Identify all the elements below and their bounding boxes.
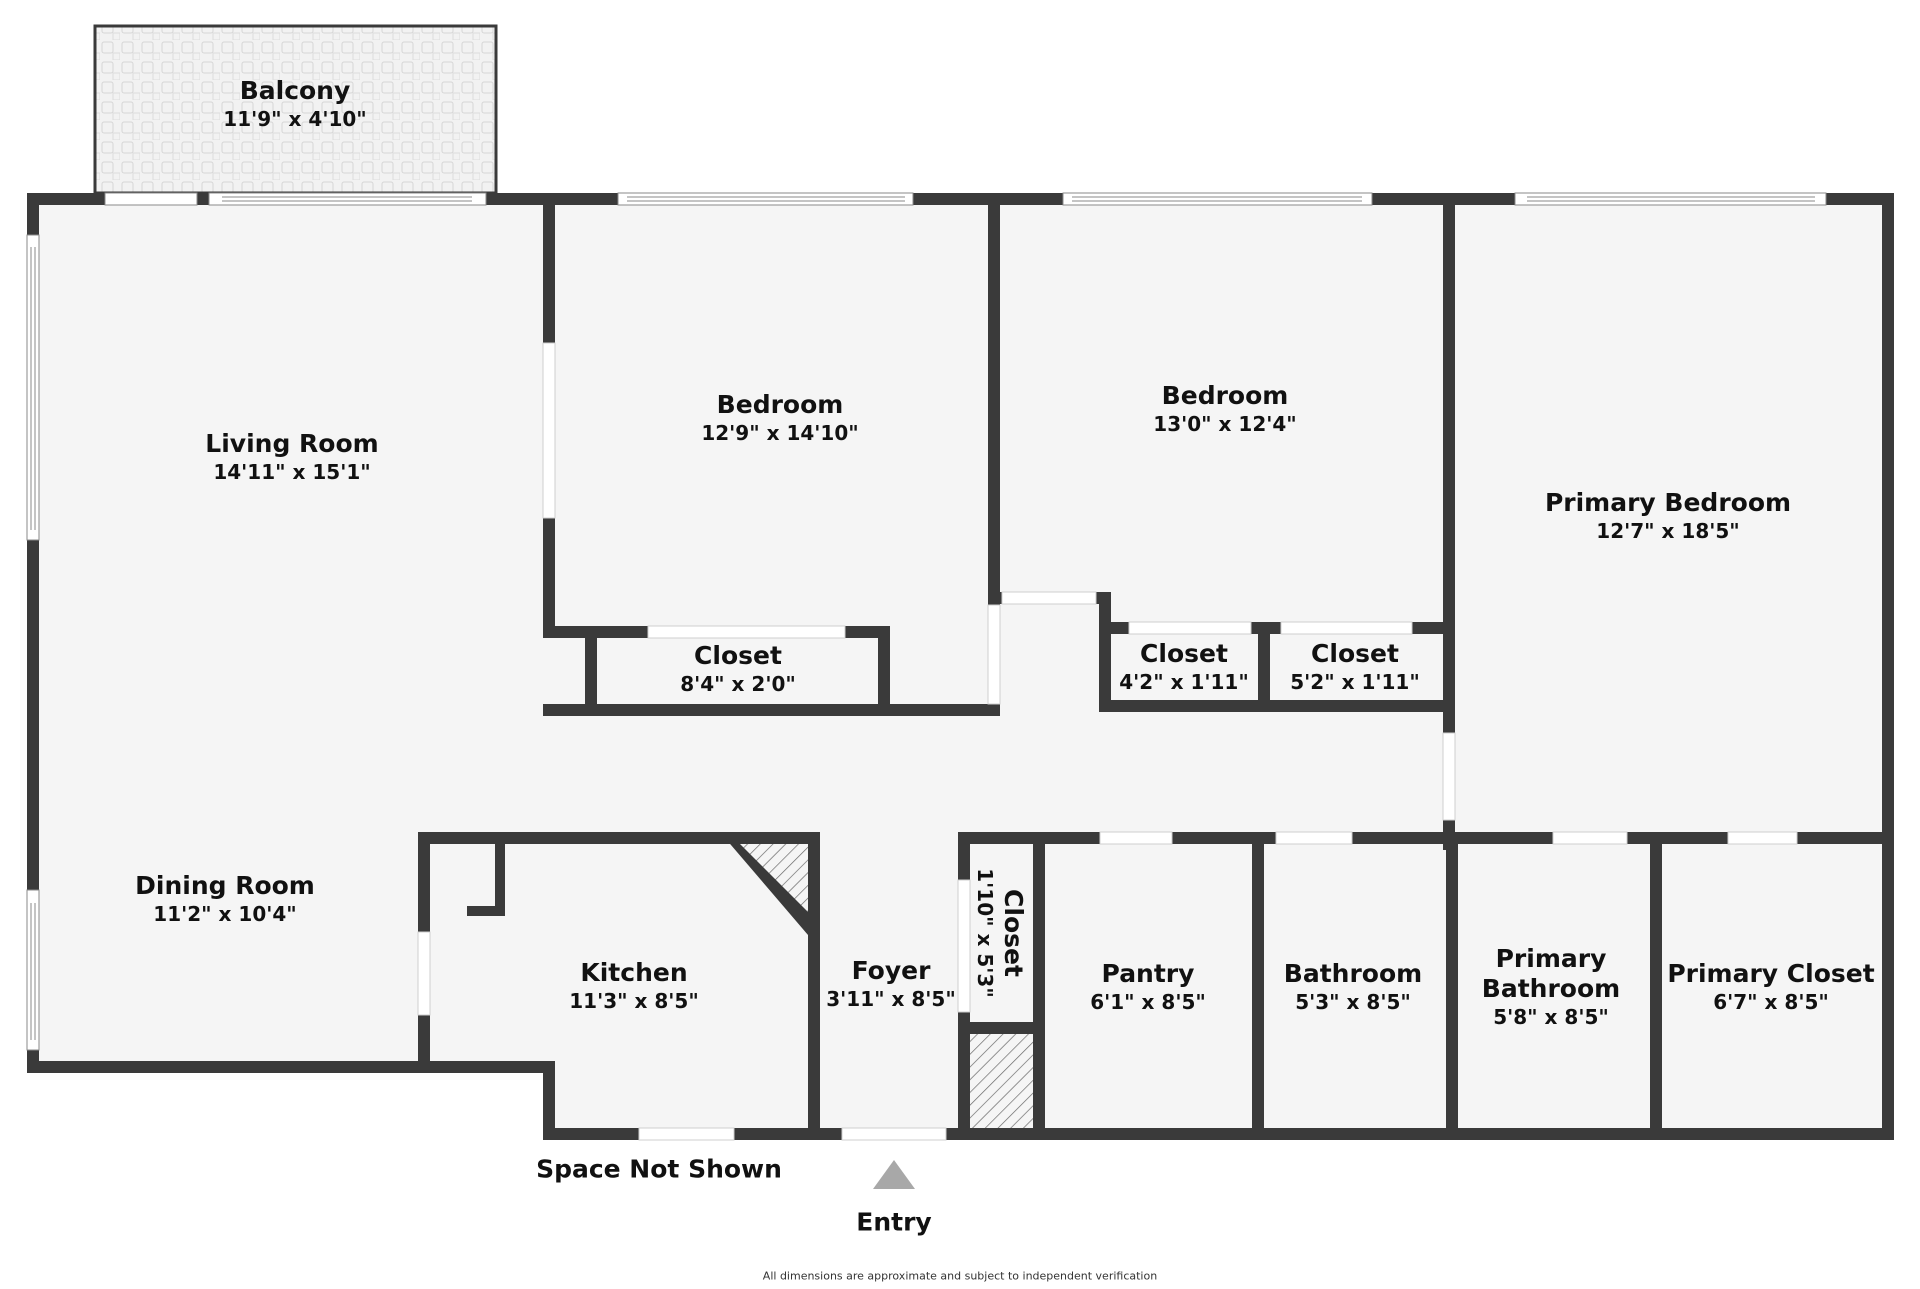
room-name-line2: Bathroom (1481, 974, 1621, 1003)
floor-fill (27, 193, 1894, 1140)
room-name: Closet (1140, 639, 1228, 668)
space-not-shown-area (27, 1073, 543, 1143)
room-name: Bathroom (1283, 959, 1423, 988)
room-dimensions: 5'3" x 8'5" (1295, 990, 1411, 1014)
room-name: Primary Bedroom (1544, 488, 1792, 517)
room-dimensions: 5'2" x 1'11" (1290, 670, 1420, 694)
room-label-primary-bedroom: Primary Bedroom 12'7" x 18'5" (1545, 488, 1791, 544)
space-not-shown-label: Space Not Shown (536, 1154, 782, 1184)
room-dimensions: 12'9" x 14'10" (701, 421, 859, 445)
room-name: Kitchen (580, 958, 688, 987)
room-label-primary-bathroom: Primary Bathroom 5'8" x 8'5" (1482, 944, 1620, 1030)
room-label-pantry: Pantry 6'1" x 8'5" (1090, 959, 1206, 1015)
room-name: Bedroom (716, 390, 844, 419)
room-dimensions: 13'0" x 12'4" (1153, 412, 1297, 436)
room-label-bedroom-1: Bedroom 12'9" x 14'10" (701, 390, 858, 446)
room-name-line1: Primary (1495, 944, 1607, 973)
room-label-kitchen: Kitchen 11'3" x 8'5" (569, 958, 699, 1014)
room-name: Foyer (851, 956, 931, 985)
room-label-bedroom-2: Bedroom 13'0" x 12'4" (1153, 381, 1296, 437)
room-name: Balcony (239, 76, 351, 105)
windows (26, 192, 1827, 1051)
disclaimer-text: All dimensions are approximate and subje… (762, 1269, 1158, 1283)
entry-arrow-icon (873, 1160, 915, 1189)
room-dimensions: 4'2" x 1'11" (1119, 670, 1249, 694)
room-name: Closet (694, 641, 782, 670)
room-dimensions: 1'10" x 5'3" (973, 868, 997, 998)
room-name: Primary Closet (1667, 959, 1875, 988)
room-label-foyer: Foyer 3'11" x 8'5" (826, 956, 956, 1012)
room-name: Bedroom (1161, 381, 1289, 410)
entry-label: Entry (856, 1207, 932, 1237)
room-label-closet-1: Closet 8'4" x 2'0" (680, 641, 796, 697)
walls (27, 193, 1894, 1140)
balcony-area (93, 24, 498, 195)
room-dimensions: 8'4" x 2'0" (680, 672, 796, 696)
door-openings (417, 342, 1798, 1141)
room-label-closet-2: Closet 4'2" x 1'11" (1119, 639, 1249, 695)
foyer-closet-hatch (970, 1034, 1033, 1128)
room-dimensions: 5'8" x 8'5" (1493, 1005, 1609, 1029)
room-label-living-room: Living Room 14'11" x 15'1" (205, 429, 378, 485)
room-dimensions: 11'2" x 10'4" (153, 902, 297, 926)
room-name: Pantry (1101, 959, 1195, 988)
kitchen-hatch (740, 844, 808, 912)
room-dimensions: 6'7" x 8'5" (1713, 990, 1829, 1014)
room-name: Closet (1311, 639, 1399, 668)
room-label-closet-3: Closet 5'2" x 1'11" (1290, 639, 1420, 695)
room-name: Living Room (205, 429, 379, 458)
room-name: Dining Room (135, 871, 315, 900)
room-dimensions: 11'9" x 4'10" (223, 107, 367, 131)
room-label-dining-room: Dining Room 11'2" x 10'4" (135, 871, 315, 927)
room-label-balcony: Balcony 11'9" x 4'10" (223, 76, 366, 132)
room-name: Closet (999, 889, 1028, 977)
room-dimensions: 11'3" x 8'5" (569, 989, 699, 1013)
room-dimensions: 12'7" x 18'5" (1596, 519, 1740, 543)
room-label-bathroom: Bathroom 5'3" x 8'5" (1284, 959, 1422, 1015)
room-label-primary-closet: Primary Closet 6'7" x 8'5" (1667, 959, 1874, 1015)
room-dimensions: 6'1" x 8'5" (1090, 990, 1206, 1014)
room-dimensions: 14'11" x 15'1" (213, 460, 371, 484)
room-dimensions: 3'11" x 8'5" (826, 987, 956, 1011)
room-label-foyer-closet: Closet 1'10" x 5'3" (972, 868, 1028, 998)
